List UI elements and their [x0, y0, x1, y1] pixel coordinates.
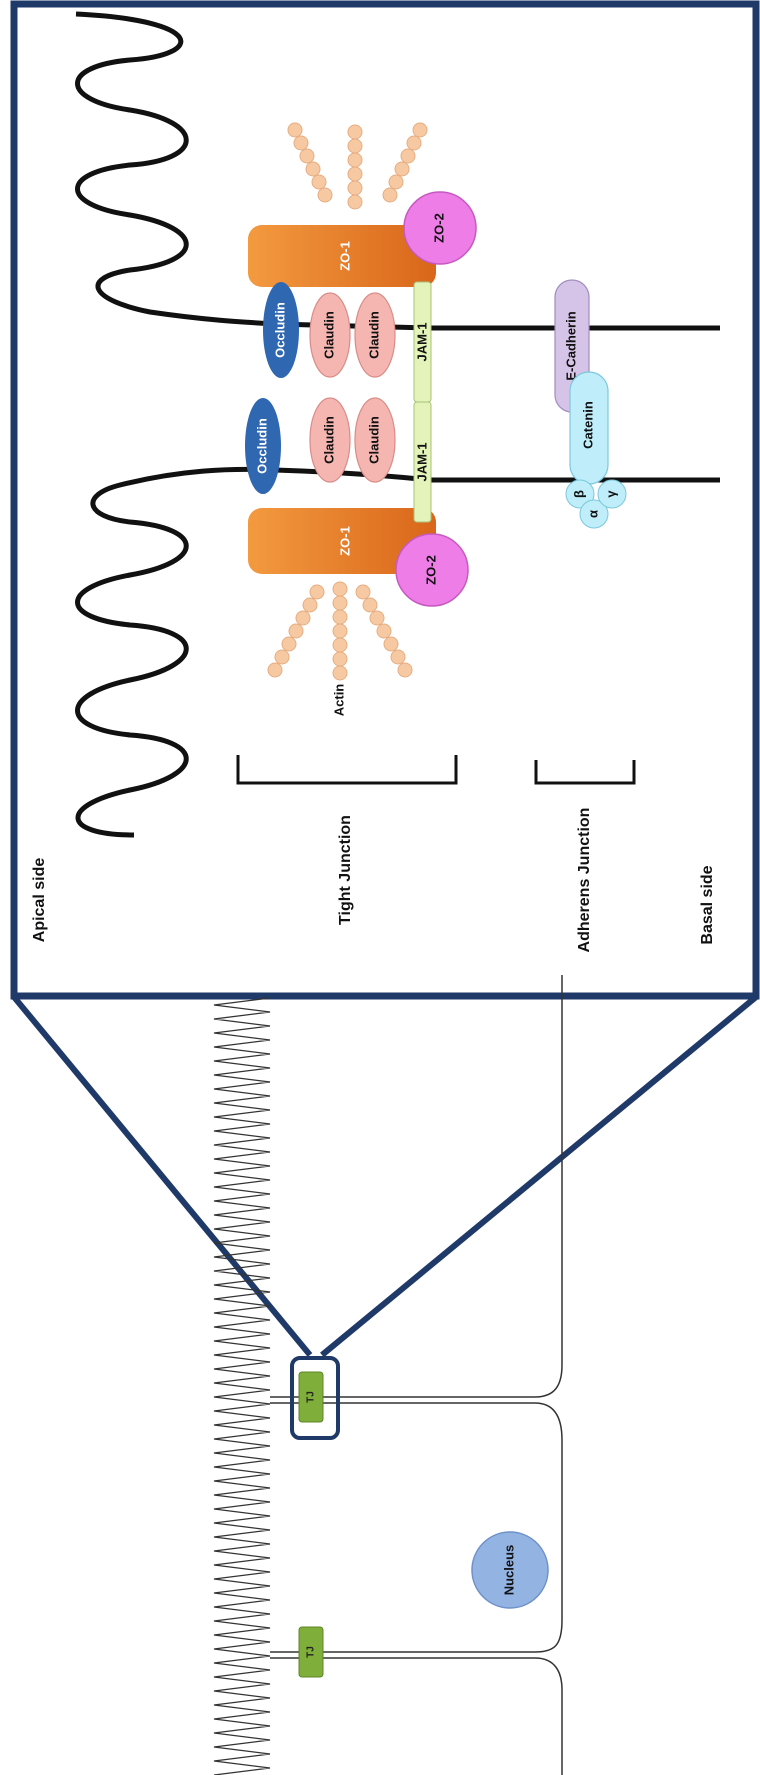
overview-cell-3-membrane: [270, 1657, 563, 1775]
adherens-junction-bracket: [534, 760, 636, 785]
zoom-connector-left: [11, 995, 313, 1357]
zo2-upper: [403, 191, 477, 265]
actin-filaments-upper: [287, 122, 428, 210]
adherens-junction-label: Adherens Junction: [576, 808, 593, 953]
overview-microvilli: [213, 997, 271, 1775]
overview-cell-1-membrane: [270, 975, 563, 1398]
overview-nucleus: [471, 1531, 549, 1609]
occludin-right-label: Occludin: [272, 302, 287, 358]
claudin-4-label: Claudin: [366, 311, 381, 359]
claudin-3: [309, 292, 351, 378]
overview-tj-2-label: TJ: [306, 1646, 317, 1658]
apical-side-label: Apical side: [31, 858, 48, 943]
jam1-left-label: JAM-1: [414, 442, 429, 481]
occludin-left: [245, 398, 281, 494]
alpha-label: α: [585, 510, 600, 518]
zo1-upper: [248, 225, 436, 287]
zo1-lower-label: ZO-1: [337, 526, 352, 556]
apical-membrane-microvilli: [75, 466, 720, 838]
apical-membrane-microvilli-upper: [75, 11, 720, 331]
ecadherin-label: E-Cadherin: [563, 311, 578, 380]
tight-junction-bracket: [236, 755, 458, 785]
overview-tj-1-label: TJ: [306, 1391, 317, 1403]
jam1-right: [413, 281, 432, 403]
tight-junction-label: Tight Junction: [337, 815, 354, 925]
alpha-catenin: [579, 499, 609, 529]
zoom-frame: [10, 0, 760, 1000]
jam1-right-label: JAM-1: [414, 322, 429, 361]
zo1-lower: [248, 508, 436, 574]
gamma-catenin: [597, 479, 627, 509]
zoom-connector-right: [320, 994, 758, 1358]
zo2-lower-label: ZO-2: [423, 555, 438, 585]
basal-side-label: Basal side: [699, 865, 716, 944]
zo1-upper-label: ZO-1: [337, 241, 352, 271]
catenin-label: Catenin: [580, 401, 595, 449]
overview-cell-2-membrane: [270, 1402, 563, 1653]
claudin-3-label: Claudin: [321, 311, 336, 359]
claudin-2: [354, 397, 396, 483]
overview-tj-1: [298, 1371, 324, 1423]
claudin-group: [309, 292, 396, 483]
claudin-2-label: Claudin: [366, 416, 381, 464]
beta-label: β: [571, 490, 586, 498]
zo2-lower: [395, 533, 469, 607]
claudin-4: [354, 292, 396, 378]
occludin-right: [263, 282, 299, 378]
claudin-1-label: Claudin: [321, 416, 336, 464]
actin-label: Actin: [331, 684, 346, 717]
gamma-label: γ: [603, 490, 618, 498]
zo2-upper-label: ZO-2: [431, 213, 446, 243]
overview-zoom-highlight: [290, 1356, 340, 1440]
overview-nucleus-label: Nucleus: [501, 1545, 516, 1596]
beta-catenin: [565, 479, 595, 509]
claudin-1: [309, 397, 351, 483]
occludin-left-label: Occludin: [254, 418, 269, 474]
actin-filaments-lower: [267, 581, 413, 681]
overview-tj-2: [298, 1626, 324, 1678]
